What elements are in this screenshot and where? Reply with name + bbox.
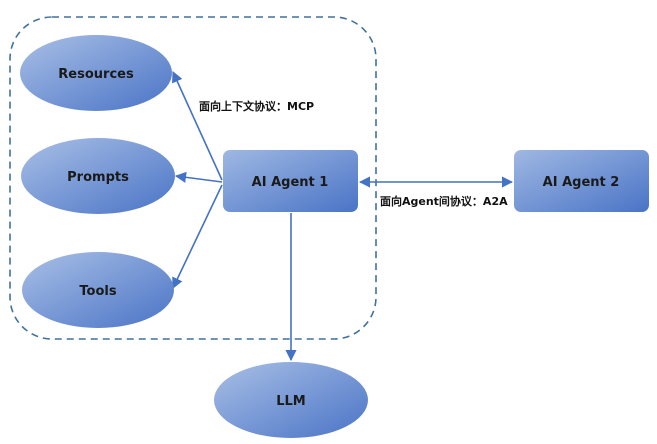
node-resources: Resources <box>20 35 172 111</box>
edge-agent1-tools <box>172 184 223 290</box>
edge-agent1-resources <box>172 70 223 181</box>
a2a-protocol-label: 面向Agent间协议：A2A <box>380 194 508 208</box>
node-tools-label: Tools <box>79 284 116 299</box>
node-llm: LLM <box>214 362 368 438</box>
node-prompts: Prompts <box>21 138 175 214</box>
mcp-protocol-label: 面向上下文协议：MCP <box>199 99 314 113</box>
node-agent2-label: AI Agent 2 <box>543 175 620 190</box>
agent-boundary-container <box>9 16 377 340</box>
node-resources-label: Resources <box>58 67 134 82</box>
node-llm-label: LLM <box>276 394 306 409</box>
node-agent1-label: AI Agent 1 <box>252 175 329 190</box>
node-agent2: AI Agent 2 <box>514 150 649 212</box>
node-agent1: AI Agent 1 <box>223 150 358 212</box>
edge-agent1-prompts <box>174 171 223 183</box>
node-tools: Tools <box>22 252 174 328</box>
node-prompts-label: Prompts <box>67 170 129 185</box>
